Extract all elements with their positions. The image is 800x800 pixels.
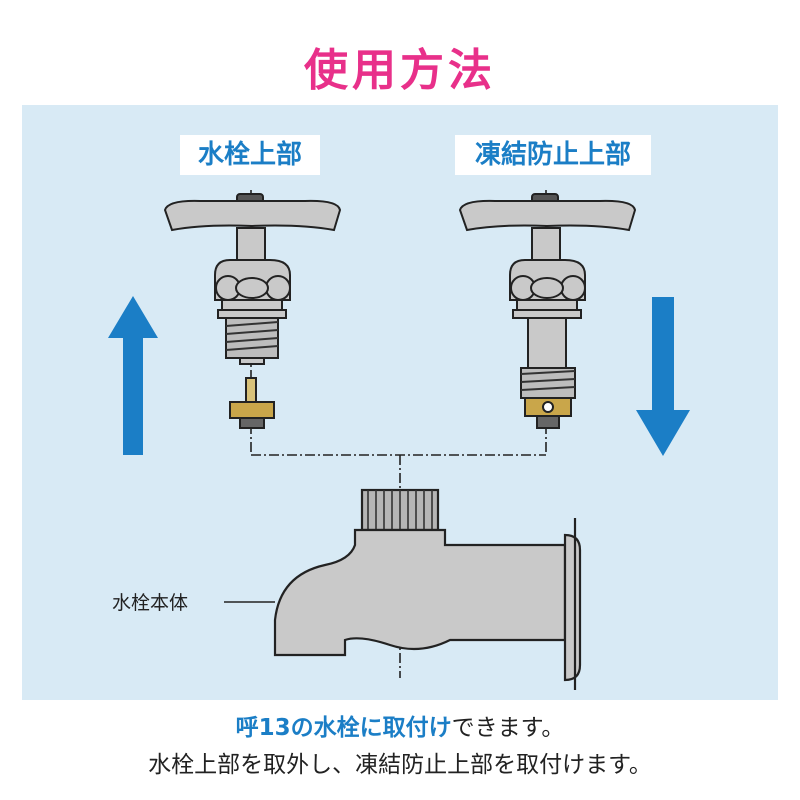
faucet-top-label: 水栓上部 (180, 135, 320, 175)
footer-line-1: 呼13の水栓に取付けできます。 (0, 708, 800, 742)
footer-emphasis: 呼13の水栓に取付け (235, 715, 452, 741)
antifreeze-top-part (458, 193, 637, 429)
antifreeze-top-label-text: 凍結防止上部 (474, 140, 631, 170)
arrow-up-icon (108, 296, 158, 455)
footer-line-2: 水栓上部を取外し、凍結防止上部を取付けます。 (148, 752, 652, 778)
faucet-body-label: 水栓本体 (112, 592, 189, 614)
faucet-body (273, 488, 582, 690)
footer-line-1-rest: できます。 (451, 715, 565, 741)
antifreeze-top-label: 凍結防止上部 (455, 135, 651, 175)
page-title: 使用方法 (304, 45, 496, 96)
faucet-top-part (163, 193, 342, 429)
faucet-top-label-text: 水栓上部 (197, 140, 302, 170)
arrow-down-icon (636, 297, 690, 456)
